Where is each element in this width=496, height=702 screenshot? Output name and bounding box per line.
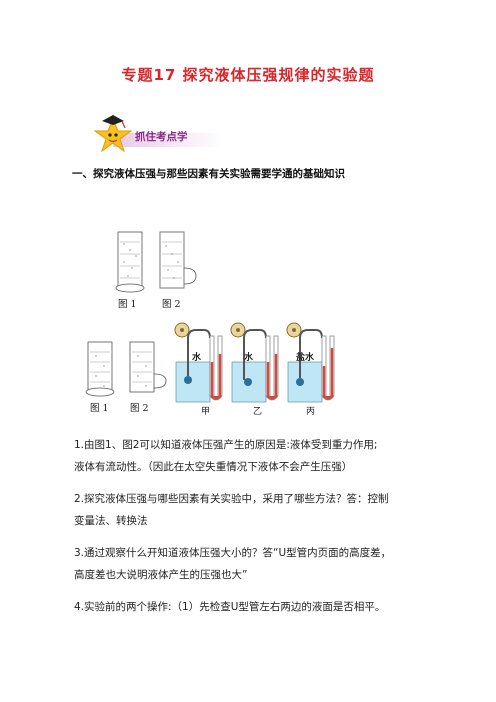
page-title: 专题17 探究液体压强规律的实验题 (121, 66, 375, 84)
paragraph-1-line-2: 液体有流动性。（因此在太空失重情况下液体不会产生压强） (74, 461, 353, 473)
paragraph-4-line-1: 4.实验前的两个操作:（1）先检查U型管左右两边的液面是否相平。 (74, 601, 386, 613)
apparatus-liquid-jia: 水 (192, 353, 202, 363)
pressure-gauge-apparatus (174, 322, 335, 403)
paragraph-4: 4.实验前的两个操作:（1）先检查U型管左右两边的液面是否相平。 (74, 596, 429, 618)
paragraph-3-line-1: 3.通过观察什么开知道液体压强大小的？答“U型管内页面的高度差， (74, 547, 392, 559)
section-heading: 一、探究液体压强与那些因素有关实验需要学通的基础知识 (72, 168, 345, 180)
bottom-fig-label-2: 图 2 (130, 403, 149, 414)
apparatus-jia (174, 322, 223, 403)
cylinder-figure-top (115, 231, 197, 293)
top-fig-label-1: 图 1 (118, 299, 137, 310)
apparatus-caption-yi: 乙 (253, 407, 263, 417)
paragraph-1: 1.由图1、图2可以知道液体压强产生的原因是:液体受到重力作用; 液体有流动性。… (74, 434, 429, 478)
paragraph-2-line-1: 2.探究液体压强与哪些因素有关实验中，采用了哪些方法？答：控制 (74, 493, 389, 505)
badge-label: 抓住考点学 (135, 131, 188, 143)
paragraph-3-line-2: 高度差也大说明液体产生的压强也大” (74, 569, 248, 581)
paragraph-1-line-1: 1.由图1、图2可以知道液体压强产生的原因是:液体受到重力作用; (74, 439, 378, 451)
apparatus-yi (230, 322, 279, 403)
apparatus-liquid-bing: 盐水 (296, 353, 315, 363)
top-fig-label-2: 图 2 (162, 299, 181, 310)
star-mascot-icon (93, 115, 133, 153)
apparatus-bing (286, 322, 335, 403)
apparatus-caption-jia: 甲 (201, 407, 211, 417)
paragraph-2: 2.探究液体压强与哪些因素有关实验中，采用了哪些方法？答：控制 变量法、转换法 (74, 488, 429, 532)
paragraph-3: 3.通过观察什么开知道液体压强大小的？答“U型管内页面的高度差， 高度差也大说明… (74, 542, 429, 586)
badge-ribbon (93, 115, 223, 153)
paragraph-2-line-2: 变量法、转换法 (74, 515, 148, 527)
cylinder-figure-bottom (85, 341, 167, 397)
apparatus-liquid-yi: 水 (244, 353, 254, 363)
bottom-fig-label-1: 图 1 (90, 403, 109, 414)
apparatus-caption-bing: 丙 (306, 407, 316, 417)
